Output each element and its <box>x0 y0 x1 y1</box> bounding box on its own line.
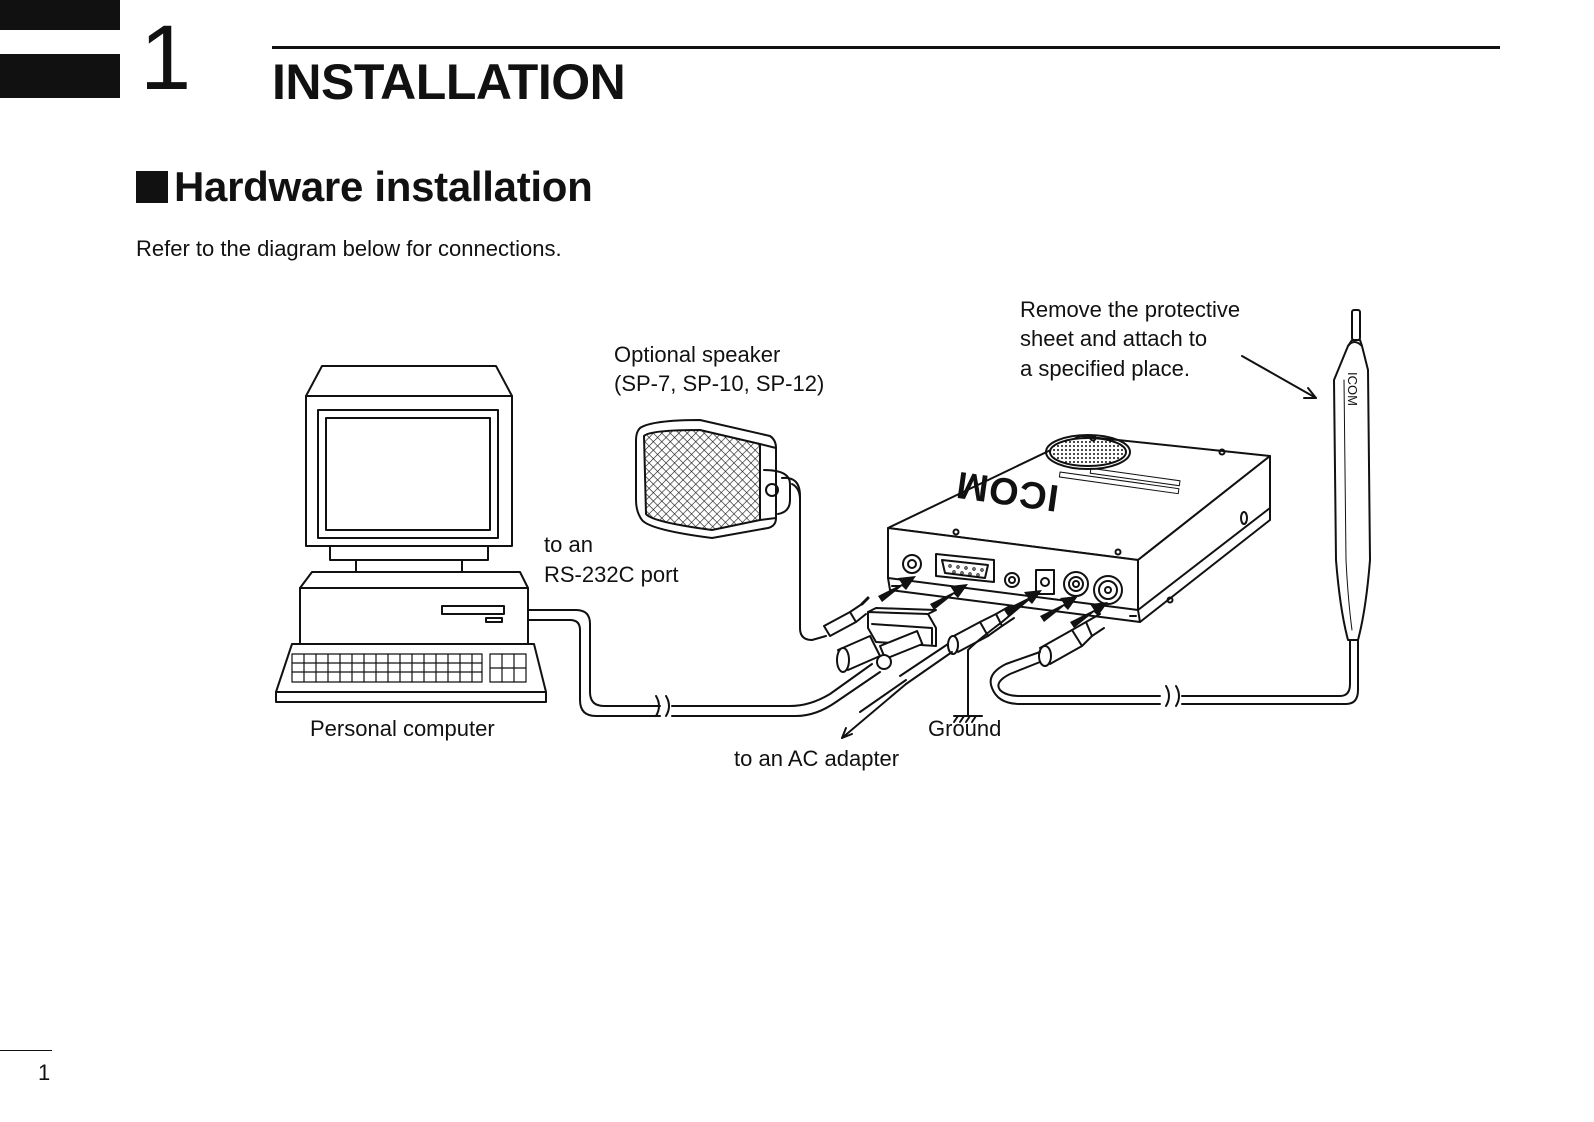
footer-rule <box>0 1050 52 1051</box>
page-number: 1 <box>38 1060 51 1085</box>
computer-label: Personal computer <box>310 716 495 741</box>
ground-label: Ground <box>928 716 1001 741</box>
note-label-line1: Remove the protective <box>1020 297 1240 322</box>
speaker-label-line2: (SP-7, SP-10, SP-12) <box>614 371 824 396</box>
section-marker-icon <box>136 171 168 203</box>
antenna-illustration <box>1333 309 1371 641</box>
note-label-line2: sheet and attach to <box>1020 326 1207 351</box>
section-heading: Hardware installation <box>136 163 593 210</box>
ac-pointer-line <box>841 683 907 739</box>
intro-text: Refer to the diagram below for connectio… <box>136 236 562 261</box>
computer-illustration <box>275 365 547 703</box>
antenna-cable <box>989 613 1359 707</box>
header-rule <box>272 46 1500 49</box>
port-label-line2: RS-232C port <box>544 562 679 587</box>
chapter-tab-bottom <box>0 54 120 98</box>
note-label-line3: a specified place. <box>1020 356 1190 381</box>
note-pointer-arrowhead <box>1303 387 1317 399</box>
receiver-unit-illustration <box>887 434 1271 623</box>
ac-pointer-arrowhead <box>841 727 853 739</box>
chapter-tab-top <box>0 0 120 30</box>
speaker-illustration <box>635 419 870 641</box>
ac-adapter-plug <box>859 605 1015 713</box>
chapter-title: INSTALLATION <box>272 54 626 110</box>
port-label-line1: to an <box>544 532 593 557</box>
ground-wire <box>953 599 1029 723</box>
speaker-label-line1: Optional speaker <box>614 342 780 367</box>
dsub-connector <box>836 607 937 673</box>
ac-adapter-label: to an AC adapter <box>734 746 899 771</box>
note-pointer-line <box>1241 355 1317 399</box>
rs232c-cable <box>527 609 881 717</box>
section-heading-text: Hardware installation <box>174 163 593 210</box>
chapter-number: 1 <box>140 7 192 109</box>
antenna-brand-text: ICOM <box>1345 372 1360 406</box>
